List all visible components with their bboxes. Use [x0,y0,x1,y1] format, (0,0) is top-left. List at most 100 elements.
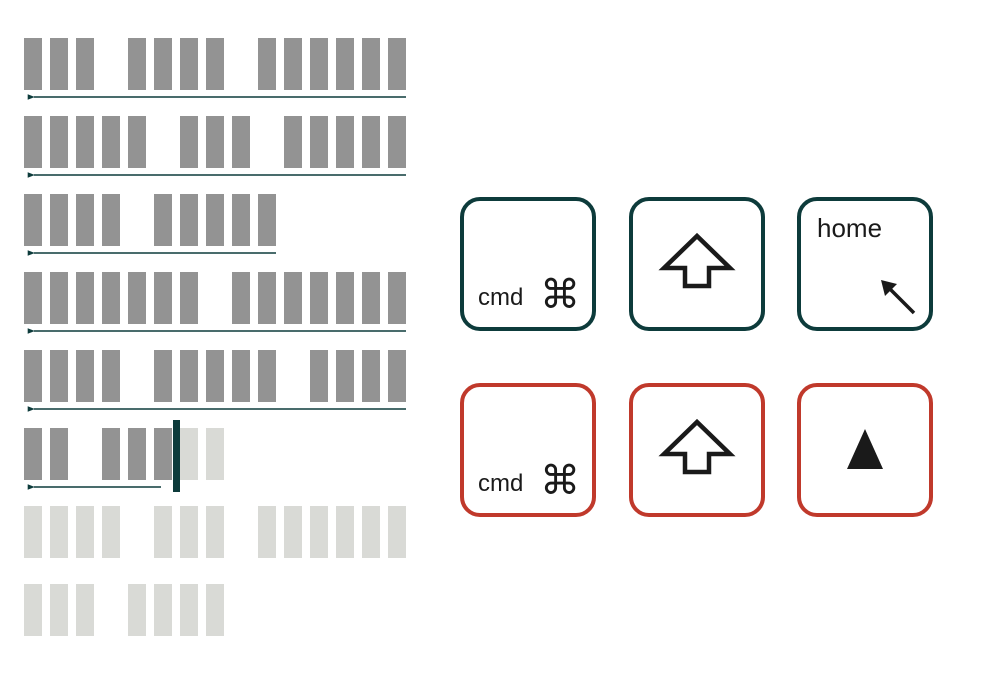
text-line [24,194,276,256]
unselected-char [180,506,198,558]
key-cap [629,197,765,331]
key-label: cmd [478,284,523,311]
selected-char [388,38,406,90]
text-line [24,420,224,492]
command-icon: ⌘ [540,272,580,318]
selected-char [258,194,276,246]
unselected-char [24,506,42,558]
unselected-char [310,506,328,558]
selected-char [232,194,250,246]
selected-char [128,272,146,324]
selected-char [180,350,198,402]
selected-char [24,116,42,168]
selected-char [180,272,198,324]
selected-char [180,194,198,246]
unselected-char [206,584,224,636]
selected-char [102,350,120,402]
selected-char [310,272,328,324]
selected-char [258,350,276,402]
selected-char [24,428,42,480]
selected-char [50,428,68,480]
selected-char [336,38,354,90]
unselected-char [206,506,224,558]
selected-char [310,38,328,90]
selected-char [362,38,380,90]
selected-char [24,194,42,246]
selected-char [154,194,172,246]
selected-char [232,350,250,402]
unselected-char [76,584,94,636]
keyboard-shortcuts: cmd ⌘ home cmd ⌘ [460,197,933,517]
selected-char [102,428,120,480]
selected-char [50,272,68,324]
cmd-key-primary: cmd ⌘ [460,197,596,331]
unselected-char [154,584,172,636]
shift-arrow-icon [658,232,736,289]
selected-char [388,116,406,168]
selected-char [76,194,94,246]
selected-char [128,38,146,90]
selected-char [102,116,120,168]
text-line [24,350,406,412]
unselected-char [24,584,42,636]
unselected-char [154,506,172,558]
key-cap [460,197,596,331]
selected-char [310,350,328,402]
selected-char [154,38,172,90]
unselected-char [336,506,354,558]
selected-char [50,350,68,402]
selected-char [180,116,198,168]
text-line [24,38,406,100]
selected-char [336,116,354,168]
unselected-char [50,584,68,636]
selected-char [102,272,120,324]
up-triangle-icon [847,429,883,469]
selected-char [206,38,224,90]
text-line [24,506,406,558]
shift-key-primary [629,197,765,331]
shift-key-alternate [629,383,765,517]
selected-char [362,116,380,168]
selected-char [24,272,42,324]
selected-char [154,272,172,324]
unselected-char [76,506,94,558]
selected-char [388,350,406,402]
selected-char [180,38,198,90]
cmd-key-alternate: cmd ⌘ [460,383,596,517]
unselected-char [284,506,302,558]
selected-char [24,350,42,402]
unselected-char [362,506,380,558]
selected-char [336,272,354,324]
selected-char [206,350,224,402]
selected-char [102,194,120,246]
selected-char [284,38,302,90]
selected-char [24,38,42,90]
key-cap [460,383,596,517]
selected-char [388,272,406,324]
selected-char [76,350,94,402]
unselected-char [102,506,120,558]
unselected-char [128,584,146,636]
text-line [24,584,224,636]
command-icon: ⌘ [540,458,580,504]
selected-char [284,272,302,324]
selected-char [362,350,380,402]
unselected-char [50,506,68,558]
unselected-char [180,584,198,636]
selected-char [232,272,250,324]
home-key-primary: home [797,197,933,331]
key-label: home [817,213,882,243]
selected-char [154,428,172,480]
north-west-arrow-icon [881,280,916,315]
text-line [24,272,406,334]
unselected-char [388,506,406,558]
selected-char [258,272,276,324]
selected-char [50,38,68,90]
key-cap [629,383,765,517]
unselected-char [258,506,276,558]
shift-arrow-icon [658,418,736,475]
key-label: cmd [478,470,523,497]
selected-char [362,272,380,324]
selected-char [284,116,302,168]
